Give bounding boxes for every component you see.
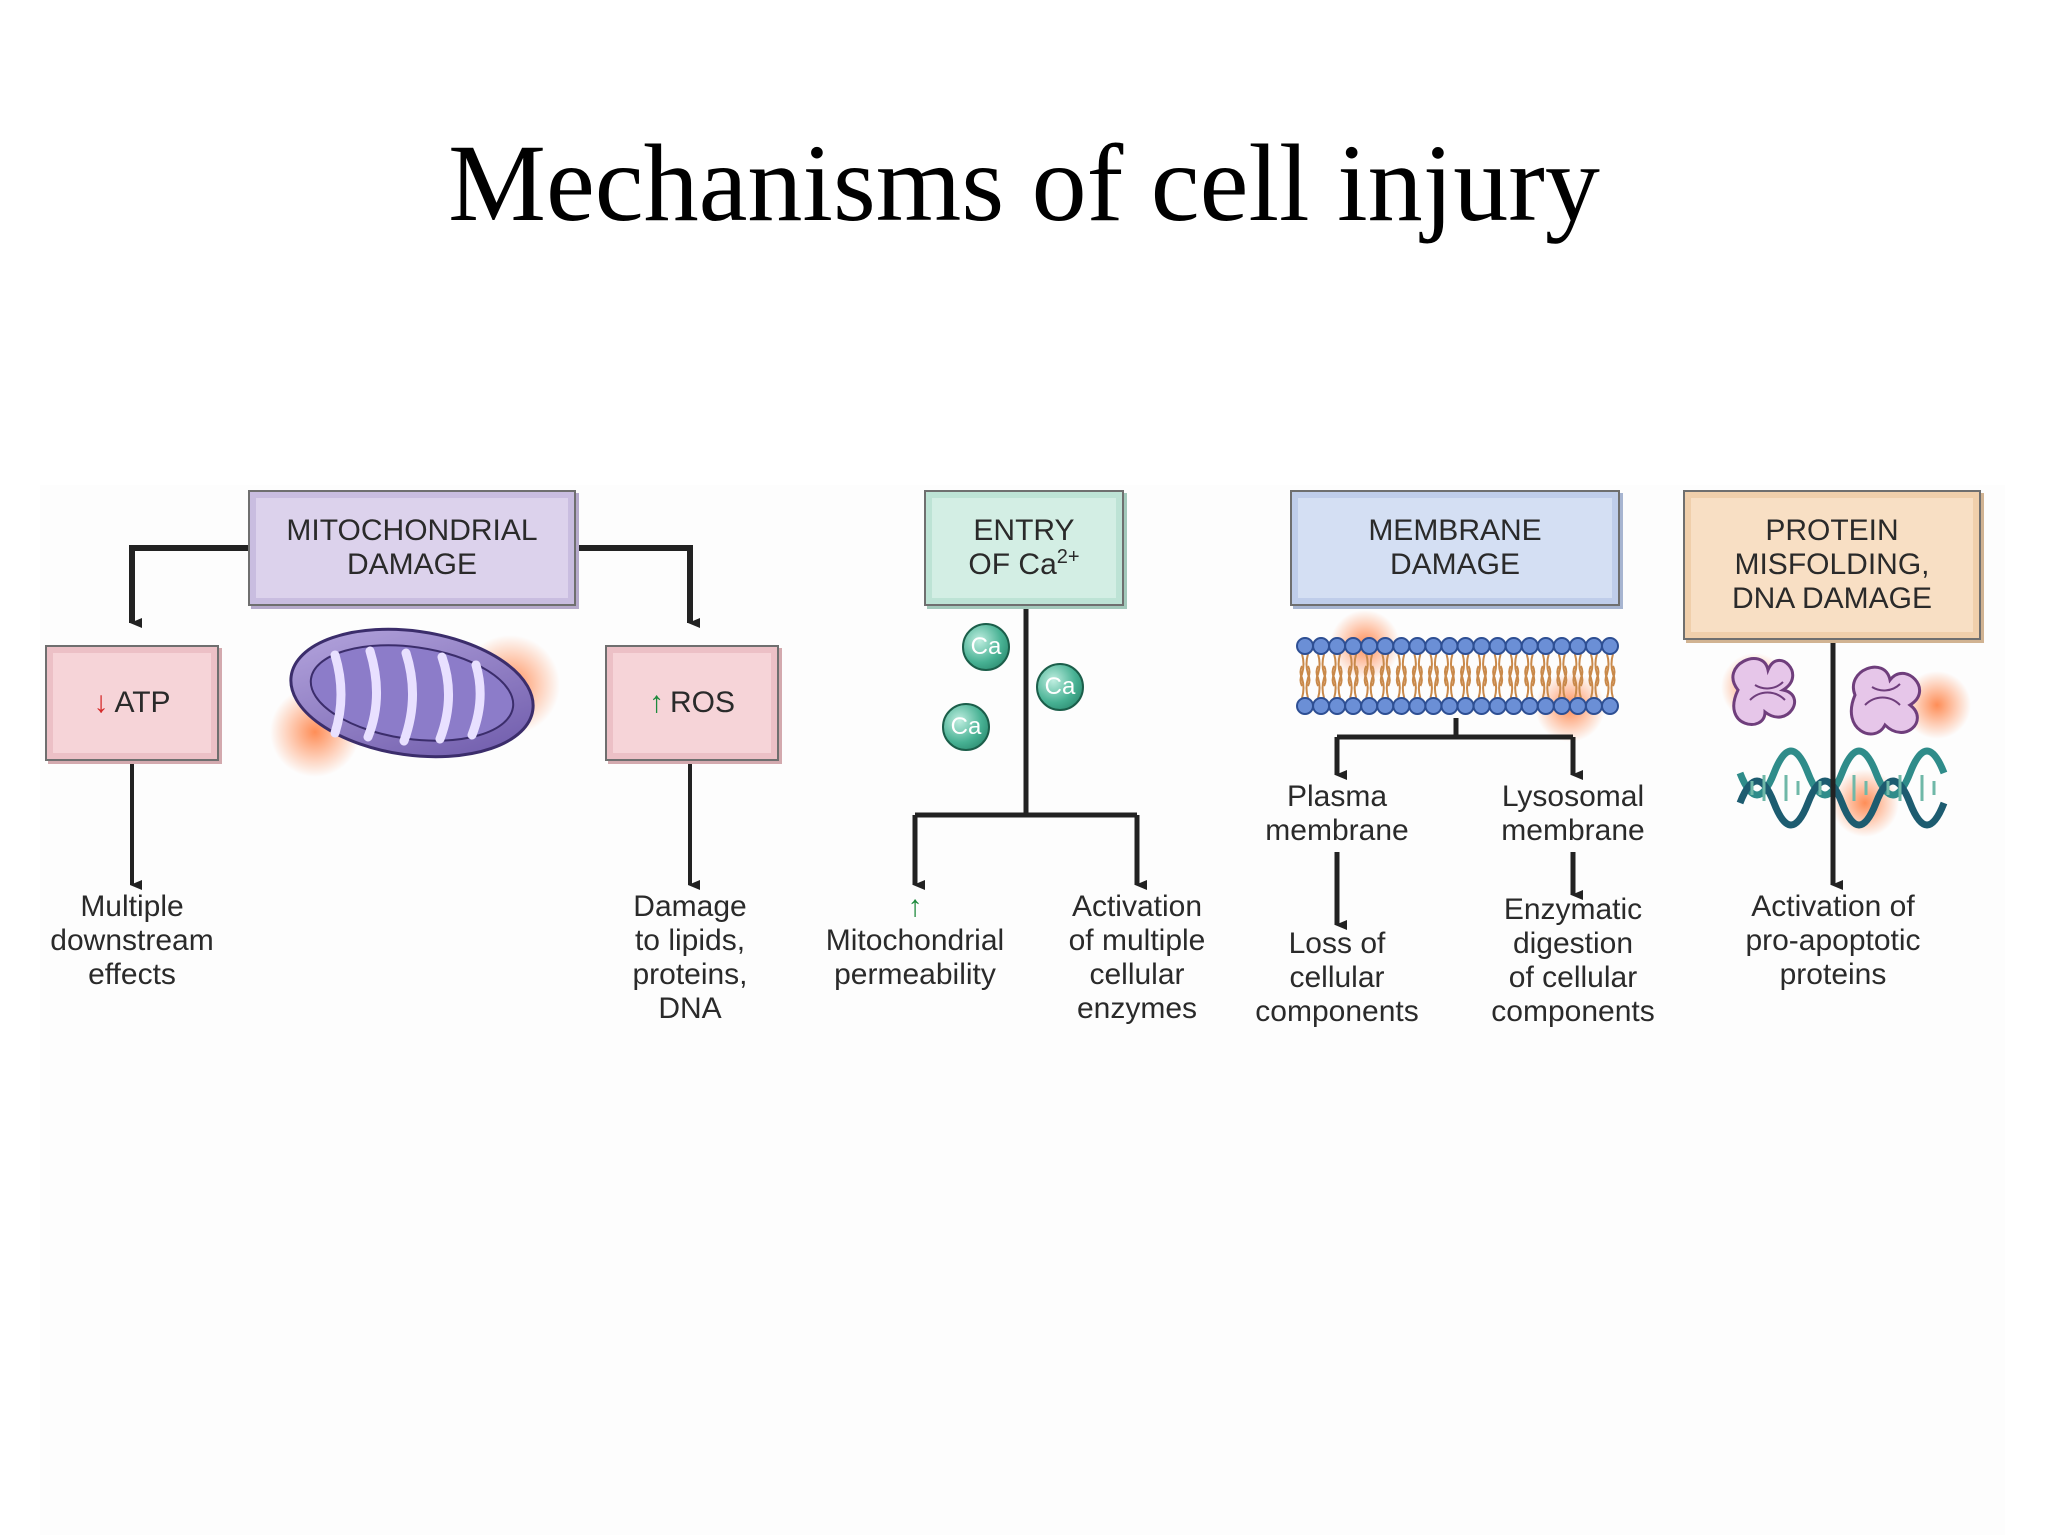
ca-box-line2-base: OF Ca xyxy=(968,548,1057,581)
atp-effect-line: effects xyxy=(88,958,176,991)
ca-box-line2: OF Ca2+ xyxy=(968,546,1080,582)
lysosomal-effect-line: components xyxy=(1491,995,1655,1028)
lysosomal-membrane-line: membrane xyxy=(1501,814,1645,847)
plasma-effect-line: Loss of xyxy=(1288,927,1386,960)
atp-effect-label: Multiple downstream effects xyxy=(32,890,232,992)
ca-effect-left-line: ↑ Mitochondrial xyxy=(800,890,1030,958)
protein-box-line3: DNA DAMAGE xyxy=(1731,582,1933,615)
ca-effect-right-line: enzymes xyxy=(1076,992,1198,1025)
plasma-effect-line: components xyxy=(1255,995,1419,1028)
plasma-effect-line: cellular xyxy=(1289,961,1385,994)
atp-effect-line: downstream xyxy=(50,924,214,957)
atp-box: ↓ ATP xyxy=(45,645,219,761)
calcium-ion-label: Ca xyxy=(1044,673,1076,700)
ca-effect-left-text: Mitochondrial xyxy=(825,924,1005,957)
mitochondrial-damage-box: MITOCHONDRIAL DAMAGE xyxy=(248,490,576,606)
protein-misfolding-box: PROTEIN MISFOLDING, DNA DAMAGE xyxy=(1683,490,1981,640)
calcium-ion-label: Ca xyxy=(970,633,1002,660)
lysosomal-effect-line: digestion xyxy=(1512,927,1634,960)
plasma-membrane-line: Plasma xyxy=(1286,780,1388,813)
ca-effect-right-line: Activation xyxy=(1071,890,1203,923)
protein-dna-illustration xyxy=(1721,653,1971,837)
membrane-box-line1: MEMBRANE xyxy=(1368,514,1542,547)
ros-box: ↑ ROS xyxy=(605,645,779,761)
plasma-membrane-line: membrane xyxy=(1265,814,1409,847)
membrane-damage-box: MEMBRANE DAMAGE xyxy=(1290,490,1620,606)
lysosomal-membrane-label: Lysosomal membrane xyxy=(1493,780,1653,848)
connector-lines xyxy=(129,545,1971,930)
ca-effect-left-label: ↑ Mitochondrial permeability xyxy=(800,890,1030,992)
ca-effect-right-line: cellular xyxy=(1089,958,1185,991)
protein-effect-line: pro-apoptotic xyxy=(1745,924,1921,957)
ca-box-line1: ENTRY xyxy=(973,514,1075,547)
calcium-ion-label: Ca xyxy=(950,713,982,740)
mito-to-ros-line xyxy=(576,545,700,628)
red-down-arrow-icon: ↓ xyxy=(93,686,109,719)
mitochondrion-illustration xyxy=(270,627,560,777)
plasma-membrane-label: Plasma membrane xyxy=(1257,780,1417,848)
atp-effect-line: Multiple xyxy=(80,890,184,923)
ros-effect-line: to lipids, xyxy=(634,924,746,957)
calcium-ion-icon: Ca xyxy=(1036,663,1084,711)
mito-box-line1: MITOCHONDRIAL xyxy=(286,514,538,547)
mito-to-atp-line xyxy=(129,545,248,628)
atp-label: ATP xyxy=(114,686,171,719)
plasma-effect-label: Loss of cellular components xyxy=(1242,927,1432,1029)
ca-effect-left-line: permeability xyxy=(834,958,996,991)
protein-effect-line: Activation of xyxy=(1751,890,1915,923)
protein-box-line1: PROTEIN xyxy=(1765,514,1899,547)
ca-box-superscript: 2+ xyxy=(1056,546,1080,568)
ros-effect-line: proteins, xyxy=(632,958,748,991)
calcium-entry-box: ENTRY OF Ca2+ xyxy=(924,490,1124,606)
calcium-ion-icon: Ca xyxy=(962,623,1010,671)
protein-effect-line: proteins xyxy=(1779,958,1887,991)
lysosomal-membrane-line: Lysosomal xyxy=(1501,780,1645,813)
ca-effect-right-line: of multiple xyxy=(1068,924,1206,957)
ros-effect-line: DNA xyxy=(658,992,722,1025)
ros-label: ROS xyxy=(669,686,735,719)
protein-effect-label: Activation of pro-apoptotic proteins xyxy=(1728,890,1938,992)
membrane-split-line xyxy=(1337,718,1573,740)
ros-effect-line: Damage xyxy=(633,890,747,923)
cell-injury-diagram: MITOCHONDRIAL DAMAGE ↓ ATP ↑ ROS Multipl… xyxy=(40,485,2005,1535)
membrane-box-line2: DAMAGE xyxy=(1389,548,1520,581)
lysosomal-effect-line: Enzymatic xyxy=(1503,893,1643,926)
calcium-ion-icon: Ca xyxy=(942,703,990,751)
lysosomal-effect-line: of cellular xyxy=(1508,961,1638,994)
lipid-bilayer-illustration xyxy=(1296,610,1619,742)
lysosomal-effect-label: Enzymatic digestion of cellular componen… xyxy=(1478,893,1668,1029)
green-up-arrow-icon: ↑ xyxy=(907,890,923,923)
green-up-arrow-icon: ↑ xyxy=(648,686,664,719)
slide-title: Mechanisms of cell injury xyxy=(448,122,1600,244)
ros-effect-label: Damage to lipids, proteins, DNA xyxy=(600,890,780,1026)
protein-box-line2: MISFOLDING, xyxy=(1734,548,1930,581)
mito-box-line2: DAMAGE xyxy=(346,548,477,581)
ca-effect-right-label: Activation of multiple cellular enzymes xyxy=(1057,890,1217,1026)
